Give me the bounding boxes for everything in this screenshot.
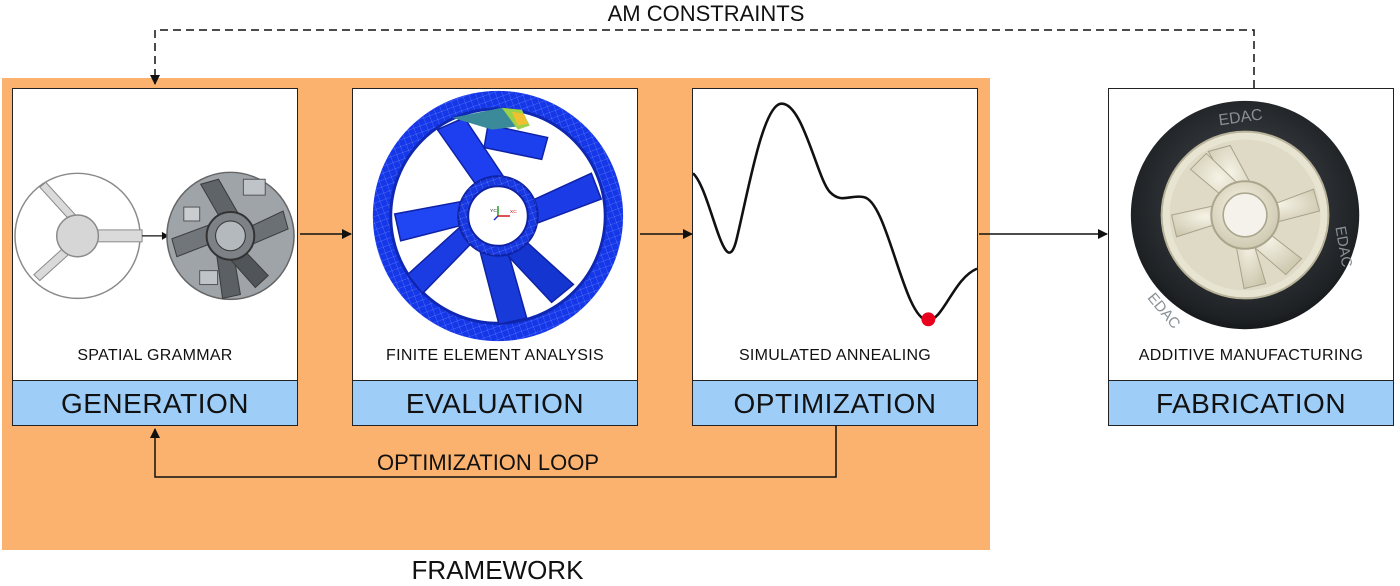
printed-wheel-photo: EDAC EDAC EDAC (1130, 100, 1360, 332)
grammar-result-wheel-icon (166, 171, 295, 301)
generation-stage: SPATIAL GRAMMAR GENERATION (12, 88, 298, 426)
fabrication-stage: EDAC EDAC EDAC ADDITIVE MANUFACTURING FA… (1108, 88, 1394, 426)
optimization-loop-arrow (150, 426, 837, 478)
printed-wheel-icon: EDAC EDAC EDAC (1130, 100, 1360, 332)
fea-axis-y-label: YC (490, 208, 497, 214)
fabrication-label: FABRICATION (1109, 380, 1393, 425)
annealing-caption: SIMULATED ANNEALING (738, 347, 932, 364)
evaluation-label: EVALUATION (353, 380, 637, 425)
fea-caption: FINITE ELEMENT ANALYSIS (386, 347, 604, 364)
am-caption: ADDITIVE MANUFACTURING (1138, 347, 1364, 364)
am-constraints-arrow (150, 29, 1255, 88)
fea-illustration: YC XC (372, 90, 624, 342)
optimization-stage: SIMULATED ANNEALING OPTIMIZATION (692, 88, 978, 426)
global-minimum-point (921, 312, 936, 327)
wheel-brand-text-right: EDAC (1331, 225, 1354, 269)
framework-label: FRAMEWORK (411, 555, 584, 585)
fea-wheel-icon: YC XC (372, 90, 624, 342)
optimization-loop-label: OPTIMIZATION LOOP (377, 450, 600, 475)
wheel-brand-text-top: EDAC (1218, 106, 1264, 129)
am-constraints-label: AM CONSTRAINTS (607, 1, 805, 26)
objective-curve (693, 102, 977, 322)
spatial-grammar-illustration (14, 171, 295, 301)
evaluation-stage: YC XC FINITE ELEMENT ANALYSIS EVALUATION (352, 88, 638, 426)
spatial-grammar-caption: SPATIAL GRAMMAR (77, 347, 233, 364)
annealing-curve-illustration (693, 102, 977, 327)
fea-axis-x-label: XC (510, 209, 517, 215)
seed-wheel-icon (14, 172, 143, 300)
optimization-label: OPTIMIZATION (693, 380, 977, 425)
generation-label: GENERATION (13, 380, 297, 425)
